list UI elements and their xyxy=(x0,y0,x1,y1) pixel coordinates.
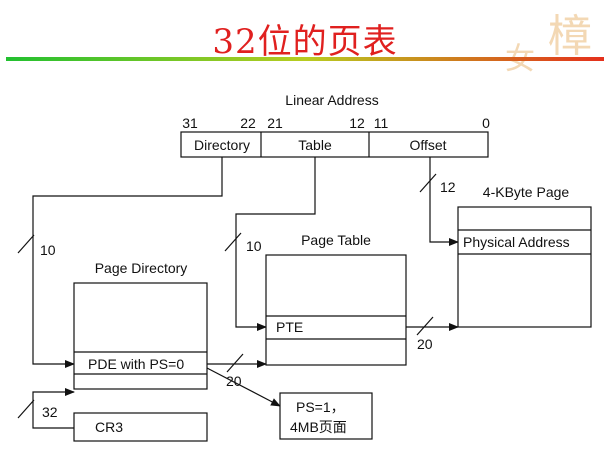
page-directory-box xyxy=(73,282,208,390)
cr3-to-directory-arrow xyxy=(32,388,75,429)
page-directory-title: Page Directory xyxy=(95,260,188,276)
table-width-label: 10 xyxy=(246,238,262,254)
offset-width-label: 12 xyxy=(440,179,456,195)
pte-out-width-label: 20 xyxy=(417,336,433,352)
cr3-width-label: 32 xyxy=(42,404,58,420)
linear-address-label: Linear Address xyxy=(285,92,378,108)
page-box xyxy=(457,206,592,328)
physical-address-label: Physical Address xyxy=(463,234,570,250)
decorative-calligraphy: 樟 xyxy=(548,11,592,62)
directory-field-label: Directory xyxy=(194,137,250,153)
directory-width-label: 10 xyxy=(40,242,56,258)
cr3-box xyxy=(73,412,208,442)
offset-to-physical-arrow xyxy=(429,157,459,246)
page-title: 4-KByte Page xyxy=(483,184,570,200)
bit-11-label: 11 xyxy=(374,115,389,131)
title-divider xyxy=(6,57,604,61)
pde-out-width-label: 20 xyxy=(226,373,242,389)
ps1-callout-line1: PS=1， xyxy=(296,399,345,415)
offset-field-label: Offset xyxy=(409,137,446,153)
bit-31-label: 31 xyxy=(182,115,198,131)
bit-21-label: 21 xyxy=(267,115,283,131)
page-table-title: Page Table xyxy=(301,232,371,248)
ps1-callout-box xyxy=(279,392,373,440)
table-to-pte-arrow xyxy=(235,157,316,331)
ps1-callout-line2: 4MB页面 xyxy=(290,419,347,435)
pde-to-callout-arrow xyxy=(206,367,281,407)
directory-to-pde-arrow xyxy=(32,157,223,368)
slide-title: 32位的页表 xyxy=(212,22,398,62)
pde-entry-label: PDE with PS=0 xyxy=(88,356,184,372)
bit-0-label: 0 xyxy=(482,115,490,131)
bit-12-label: 12 xyxy=(349,115,365,131)
bit-22-label: 22 xyxy=(240,115,256,131)
page-table-box xyxy=(265,254,407,366)
linear-address-box xyxy=(180,131,489,158)
cr3-label: CR3 xyxy=(95,419,123,435)
table-field-label: Table xyxy=(298,137,332,153)
pte-entry-label: PTE xyxy=(276,319,303,335)
